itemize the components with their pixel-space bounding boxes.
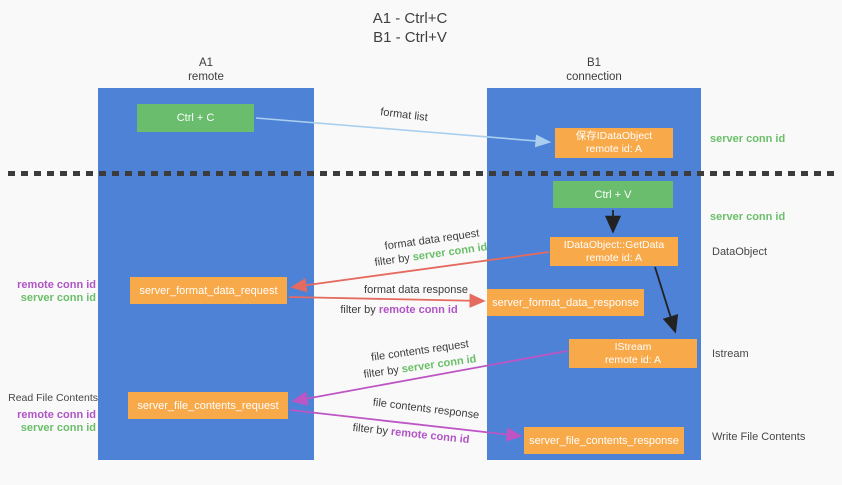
remote-conn-id-annotation-left-2: remote conn id [17, 409, 96, 421]
filter-by-text: filter by [340, 304, 376, 316]
format-data-response-label: format data response [364, 284, 468, 296]
ctrl-v-box: Ctrl + V [553, 181, 673, 208]
diagram-title: A1 - Ctrl+C B1 - Ctrl+V [330, 9, 490, 47]
format-request-label: server_format_data_request [139, 284, 278, 297]
ctrl-c-box: Ctrl + C [137, 104, 254, 132]
remote-conn-id-text: remote conn id [378, 304, 458, 316]
lifeline-a1-role: remote [188, 71, 224, 83]
filter-by-remote-conn-id-label-2: filter by remote conn id [346, 421, 477, 447]
format-response-label: server_format_data_response [492, 296, 639, 309]
getdata-line1: IDataObject::GetData [563, 238, 665, 251]
server-format-data-request-box: server_format_data_request [130, 277, 287, 304]
title-line-a1: A1 - Ctrl+C [372, 10, 448, 27]
read-file-contents-annotation: Read File Contents [8, 392, 98, 404]
ctrl-v-label: Ctrl + V [594, 188, 632, 201]
server-file-contents-request-box: server_file_contents_request [128, 392, 288, 419]
file-request-label: server_file_contents_request [137, 399, 279, 412]
server-conn-id-annotation-top: server conn id [710, 133, 786, 145]
dataobject-annotation: DataObject [712, 246, 768, 258]
file-response-label: server_file_contents_response [529, 434, 679, 447]
lifeline-header-a1: A1 remote [146, 56, 266, 84]
idataobject-getdata-box: IDataObject::GetData remote id: A [550, 237, 678, 266]
ctrl-c-label: Ctrl + C [176, 112, 215, 124]
format-list-label: format list [379, 106, 429, 124]
server-format-data-response-box: server_format_data_response [487, 289, 644, 316]
filter-by-text: filter by [352, 421, 389, 438]
istream-line2: remote id: A [604, 353, 662, 366]
lifeline-header-b1: B1 connection [534, 56, 654, 84]
write-file-contents-annotation: Write File Contents [712, 431, 806, 443]
save-dataobject-line2: remote id: A [585, 143, 643, 155]
lifeline-b1-role: connection [566, 71, 622, 83]
lifeline-a1-name: A1 [198, 57, 214, 69]
format-data-response-arrow [288, 293, 486, 308]
file-contents-response-label: file contents response [372, 396, 480, 422]
remote-conn-id-text: remote conn id [390, 425, 470, 447]
server-file-contents-response-box: server_file_contents_response [524, 427, 684, 454]
save-dataobject-line1: 保存IDataObject [575, 130, 653, 142]
istream-box: IStream remote id: A [569, 339, 697, 368]
remote-conn-id-annotation-left-1: remote conn id [17, 279, 96, 291]
filter-by-text: filter by [373, 252, 411, 269]
istream-line1: IStream [614, 340, 652, 353]
title-line-b1: B1 - Ctrl+V [373, 29, 447, 46]
filter-by-remote-conn-id-label-1: filter by remote conn id [334, 304, 464, 316]
save-dataobject-box: 保存IDataObject remote id: A [555, 128, 673, 158]
lifeline-b1-name: B1 [586, 57, 602, 69]
istream-annotation: Istream [712, 348, 749, 360]
server-conn-id-annotation-mid: server conn id [710, 211, 786, 223]
server-conn-id-annotation-left-1: server conn id [20, 292, 96, 304]
getdata-line2: remote id: A [585, 251, 643, 264]
filter-by-text: filter by [362, 364, 400, 381]
server-conn-id-annotation-left-2: server conn id [20, 422, 96, 434]
